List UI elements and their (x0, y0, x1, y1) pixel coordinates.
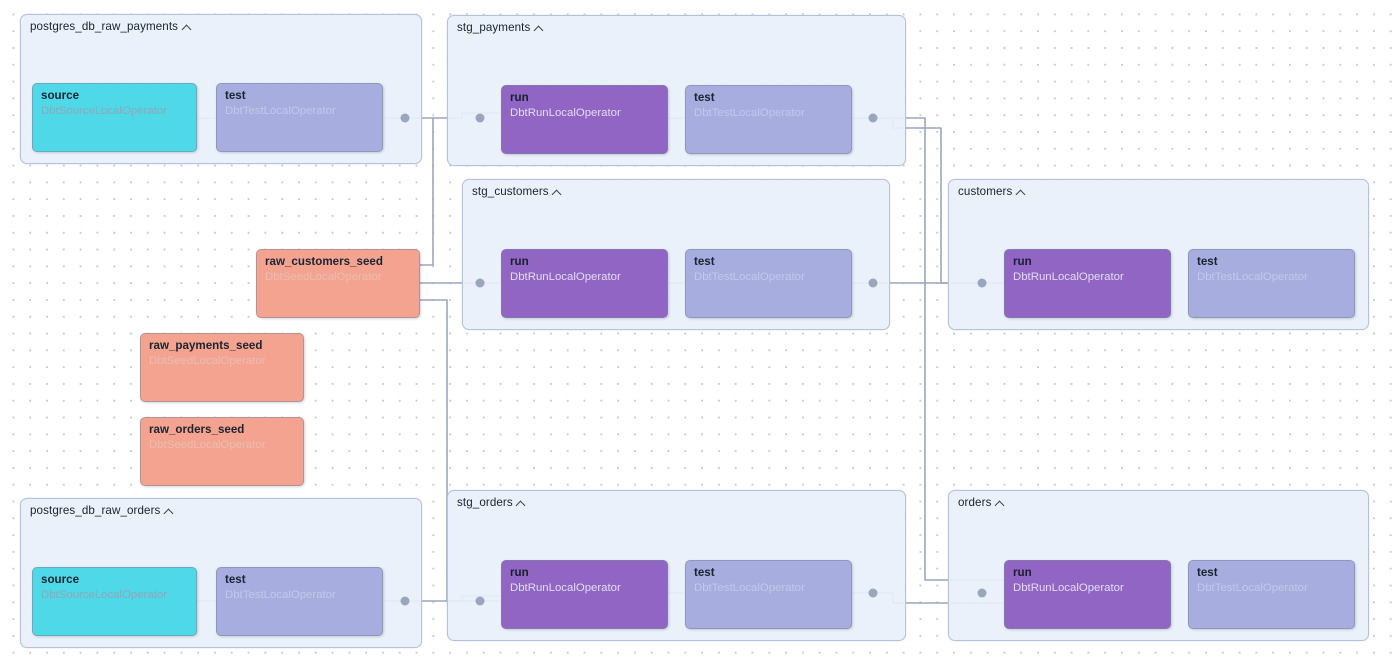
dot-stg-orders-in (475, 596, 485, 606)
task-group-label-customers[interactable]: customers (958, 185, 1025, 198)
task-group-name: stg_orders (457, 496, 513, 509)
chevron-up-icon[interactable] (1016, 188, 1025, 197)
task-group-label-postgres_db_raw_payments[interactable]: postgres_db_raw_payments (30, 20, 191, 33)
chevron-up-icon[interactable] (534, 24, 543, 33)
task-node-operator: DbtSeedLocalOperator (149, 355, 266, 367)
chevron-up-icon[interactable] (517, 499, 526, 508)
dot-pg-payments-out (400, 113, 410, 123)
task-group-label-orders[interactable]: orders (958, 496, 1004, 509)
task-node-operator: DbtRunLocalOperator (510, 271, 621, 283)
task-group-label-stg_orders[interactable]: stg_orders (457, 496, 526, 509)
task-group-label-stg_customers[interactable]: stg_customers (472, 185, 562, 198)
task-node-operator: DbtRunLocalOperator (510, 107, 621, 119)
chevron-up-icon[interactable] (164, 507, 173, 516)
task-node-title: test (1197, 566, 1218, 579)
task-node-title: run (510, 566, 529, 579)
task-group-name: stg_customers (472, 185, 549, 198)
dot-stg-customers-out (868, 278, 878, 288)
chevron-up-icon[interactable] (995, 499, 1004, 508)
dot-stg-payments-in (475, 113, 485, 123)
task-node-operator: DbtTestLocalOperator (1197, 271, 1308, 283)
task-node-title: test (694, 566, 715, 579)
task-node-operator: DbtRunLocalOperator (1013, 582, 1124, 594)
task-group-name: postgres_db_raw_payments (30, 20, 179, 33)
task-node-operator: DbtTestLocalOperator (225, 589, 336, 601)
task-node-operator: DbtTestLocalOperator (694, 271, 805, 283)
task-node-title: test (225, 573, 246, 586)
task-node-title: run (1013, 566, 1032, 579)
task-group-name: postgres_db_raw_orders (30, 504, 161, 517)
dot-customers-in (977, 278, 987, 288)
task-node-title: raw_orders_seed (149, 423, 245, 436)
task-node-operator: DbtTestLocalOperator (694, 582, 805, 594)
task-node-title: source (41, 573, 80, 586)
task-group-label-postgres_db_raw_orders[interactable]: postgres_db_raw_orders (30, 504, 173, 517)
task-node-title: raw_payments_seed (149, 339, 263, 352)
task-group-name: orders (958, 496, 992, 509)
task-node-operator: DbtSeedLocalOperator (149, 439, 266, 451)
task-node-operator: DbtSourceLocalOperator (41, 589, 167, 601)
dot-stg-payments-out (868, 113, 878, 123)
task-node-title: run (510, 91, 529, 104)
dot-stg-orders-out (868, 588, 878, 598)
task-node-title: test (694, 91, 715, 104)
task-node-title: test (1197, 255, 1218, 268)
task-group-label-stg_payments[interactable]: stg_payments (457, 21, 543, 34)
task-node-title: test (694, 255, 715, 268)
task-group-name: customers (958, 185, 1013, 198)
task-group-name: stg_payments (457, 21, 531, 34)
task-node-operator: DbtRunLocalOperator (1013, 271, 1124, 283)
task-node-operator: DbtSourceLocalOperator (41, 105, 167, 117)
dot-stg-customers-in (475, 278, 485, 288)
task-node-operator: DbtTestLocalOperator (225, 105, 336, 117)
task-node-title: test (225, 89, 246, 102)
chevron-up-icon[interactable] (553, 188, 562, 197)
task-node-operator: DbtSeedLocalOperator (265, 271, 382, 283)
task-node-operator: DbtTestLocalOperator (694, 107, 805, 119)
chevron-up-icon[interactable] (182, 23, 191, 32)
task-node-title: raw_customers_seed (265, 255, 383, 268)
dot-orders-in (977, 588, 987, 598)
task-node-operator: DbtRunLocalOperator (510, 582, 621, 594)
task-node-title: source (41, 89, 80, 102)
dot-pg-orders-out (400, 596, 410, 606)
task-node-title: run (1013, 255, 1032, 268)
task-node-operator: DbtTestLocalOperator (1197, 582, 1308, 594)
task-node-title: run (510, 255, 529, 268)
